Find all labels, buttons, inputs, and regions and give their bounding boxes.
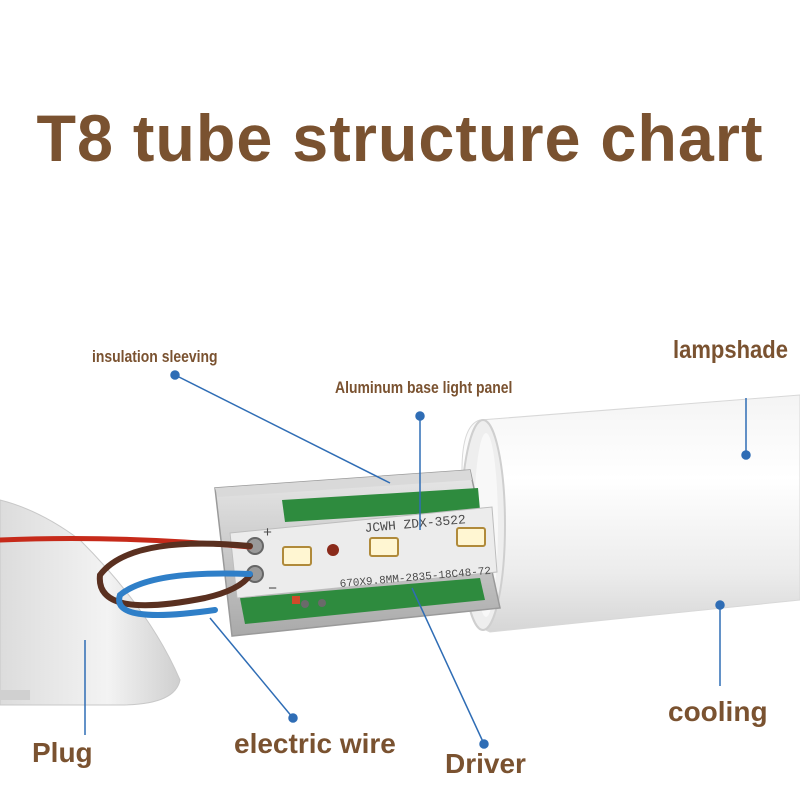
label-insulation-sleeving: insulation sleeving (92, 347, 218, 366)
leader-insulation-sleeving (174, 374, 391, 484)
label-aluminum-panel: Aluminum base light panel (335, 378, 513, 397)
led-chip (282, 546, 312, 566)
driver-component (301, 600, 309, 608)
leader-dot (288, 713, 298, 723)
driver-board-top (282, 488, 480, 522)
leader-dot (479, 739, 489, 749)
driver-component (318, 599, 326, 607)
wire-brown (96, 540, 253, 609)
leader-dot (170, 370, 180, 380)
wire-blue (116, 570, 253, 618)
electric-wires (0, 536, 253, 618)
leader-driver (411, 587, 485, 745)
driver-component (292, 596, 300, 604)
panel-dot (327, 544, 339, 556)
label-lampshade: lampshade (673, 336, 788, 364)
driver-board (240, 578, 485, 624)
leader-dot (741, 450, 751, 460)
pcb-plus-sign: + (263, 525, 272, 542)
label-driver: Driver (445, 748, 526, 779)
label-plug: Plug (32, 737, 93, 768)
label-cooling: cooling (668, 696, 768, 727)
leader-dot (715, 600, 725, 610)
leader-electric-wire (209, 617, 294, 719)
led-chip (456, 527, 486, 547)
leader-lines (84, 370, 751, 749)
label-electric-wire: electric wire (234, 728, 396, 759)
lampshade-body (461, 394, 800, 633)
aluminum-rim (215, 470, 472, 497)
diagram-title: T8 tube structure chart (36, 101, 764, 175)
plug-pin (0, 690, 30, 700)
pcb-minus-sign: − (268, 581, 277, 598)
led-chips (282, 527, 486, 566)
leader-dot (415, 411, 425, 421)
led-chip (369, 537, 399, 557)
